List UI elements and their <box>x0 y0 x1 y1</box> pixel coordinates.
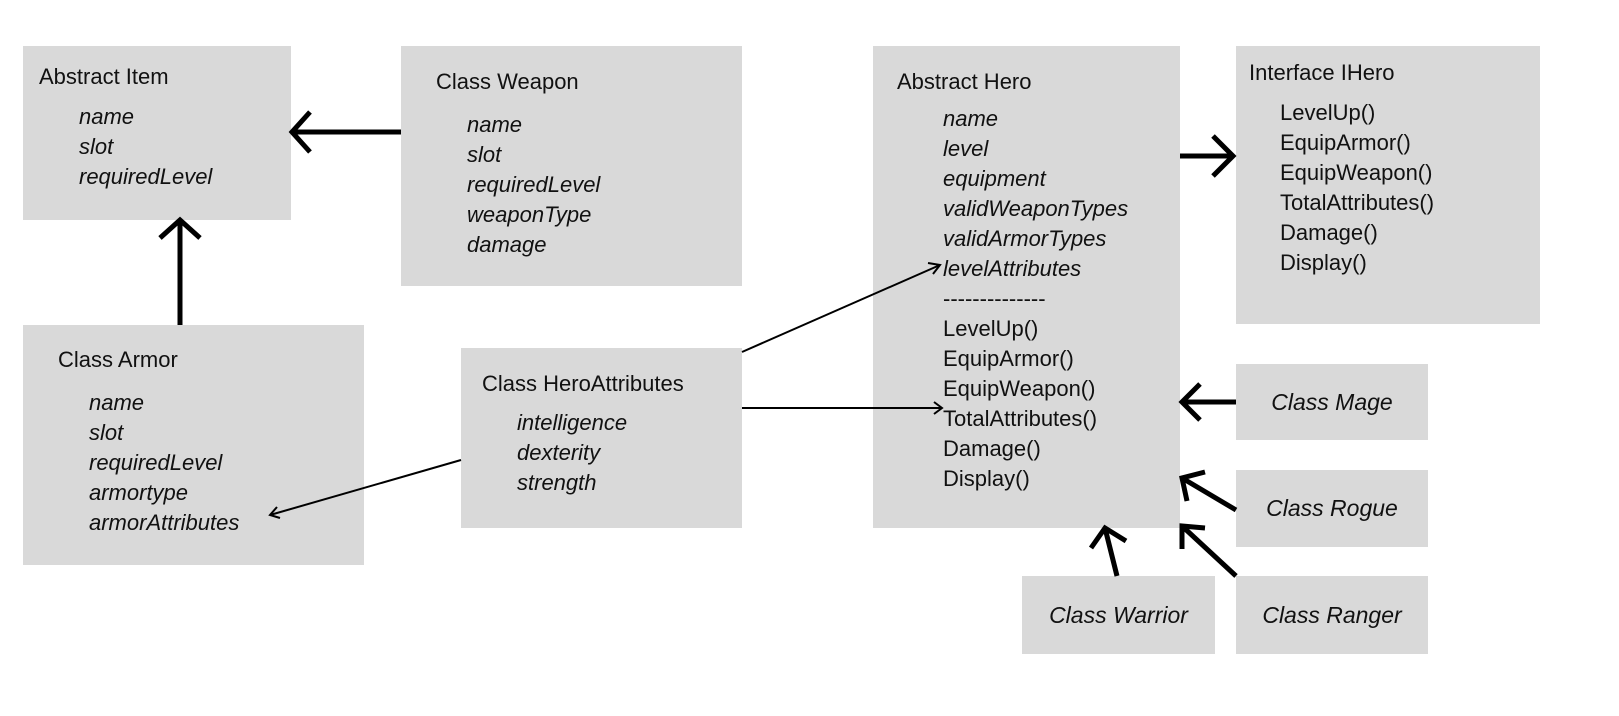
arrow-rogue-to-hero <box>1179 469 1238 513</box>
class-hero-attributes-title: Class HeroAttributes <box>482 371 684 396</box>
field-name: name <box>89 390 145 415</box>
class-weapon-title: Class Weapon <box>436 69 579 94</box>
field-slot: slot <box>79 134 114 159</box>
field-dexterity: dexterity <box>517 440 601 465</box>
method-equip-weapon: EquipWeapon() <box>1280 160 1433 185</box>
abstract-hero-title: Abstract Hero <box>897 69 1032 94</box>
method-equip-armor: EquipArmor() <box>943 346 1074 371</box>
field-armor-attributes: armorAttributes <box>89 510 240 535</box>
arrow-armor-to-item <box>158 216 202 325</box>
field-intelligence: intelligence <box>517 410 628 435</box>
class-hero-attributes-box: Class HeroAttributes intelligence dexter… <box>461 348 742 528</box>
field-weapon-type: weaponType <box>467 202 592 227</box>
class-weapon-box: Class Weapon name slot requiredLevel wea… <box>401 46 742 286</box>
class-mage-box: Class Mage <box>1236 364 1428 440</box>
abstract-hero-members: name level equipment validWeaponTypes va… <box>943 104 1128 494</box>
class-ranger-box: Class Ranger <box>1236 576 1428 654</box>
method-level-up: LevelUp() <box>943 316 1039 341</box>
interface-ihero-box: Interface IHero LevelUp() EquipArmor() E… <box>1236 46 1540 324</box>
class-rogue-box: Class Rogue <box>1236 470 1428 547</box>
field-valid-weapon-types: validWeaponTypes <box>943 196 1129 221</box>
class-ranger-title: Class Ranger <box>1262 601 1402 628</box>
interface-ihero-methods: LevelUp() EquipArmor() EquipWeapon() Tot… <box>1280 98 1434 278</box>
field-valid-armor-types: validArmorTypes <box>943 226 1107 251</box>
abstract-item-box: Abstract Item name slot requiredLevel <box>23 46 291 220</box>
field-slot: slot <box>89 420 124 445</box>
method-level-up: LevelUp() <box>1280 100 1376 125</box>
field-equipment: equipment <box>943 166 1046 191</box>
class-armor-fields: name slot requiredLevel armortype armorA… <box>89 388 239 538</box>
method-display: Display() <box>943 466 1030 491</box>
field-name: name <box>79 104 135 129</box>
class-rogue-title: Class Rogue <box>1266 495 1398 521</box>
field-level: level <box>943 136 989 161</box>
field-name: name <box>943 106 999 131</box>
interface-ihero-title: Interface IHero <box>1249 60 1395 85</box>
method-damage: Damage() <box>943 436 1041 461</box>
arrow-mage-to-hero <box>1178 382 1236 422</box>
class-warrior-box: Class Warrior <box>1022 576 1215 654</box>
method-total-attributes: TotalAttributes() <box>1280 190 1435 215</box>
field-armor-type: armortype <box>89 480 189 505</box>
arrow-weapon-to-item <box>288 110 401 154</box>
method-damage: Damage() <box>1280 220 1378 245</box>
arrow-hero-to-ihero <box>1180 134 1237 178</box>
class-warrior-title: Class Warrior <box>1049 601 1188 628</box>
method-equip-weapon: EquipWeapon() <box>943 376 1096 401</box>
abstract-item-fields: name slot requiredLevel <box>79 102 212 192</box>
abstract-item-title: Abstract Item <box>39 64 169 89</box>
class-armor-title: Class Armor <box>58 347 178 372</box>
field-level-attributes: levelAttributes <box>943 256 1082 281</box>
arrow-warrior-to-hero <box>1088 524 1128 577</box>
abstract-hero-box: Abstract Hero name level equipment valid… <box>873 46 1180 528</box>
method-total-attributes: TotalAttributes() <box>943 406 1098 431</box>
field-required-level: requiredLevel <box>79 164 213 189</box>
class-weapon-fields: name slot requiredLevel weaponType damag… <box>467 110 600 260</box>
field-name: name <box>467 112 523 137</box>
class-hero-attributes-fields: intelligence dexterity strength <box>517 408 627 498</box>
separator: -------------- <box>943 286 1046 311</box>
field-required-level: requiredLevel <box>89 450 223 475</box>
class-mage-title: Class Mage <box>1271 388 1393 415</box>
field-strength: strength <box>517 470 597 495</box>
class-armor-box: Class Armor name slot requiredLevel armo… <box>23 325 364 565</box>
method-equip-armor: EquipArmor() <box>1280 130 1411 155</box>
field-damage: damage <box>467 232 547 257</box>
field-required-level: requiredLevel <box>467 172 601 197</box>
arrow-ranger-to-hero <box>1179 523 1238 578</box>
method-display: Display() <box>1280 250 1367 275</box>
field-slot: slot <box>467 142 502 167</box>
